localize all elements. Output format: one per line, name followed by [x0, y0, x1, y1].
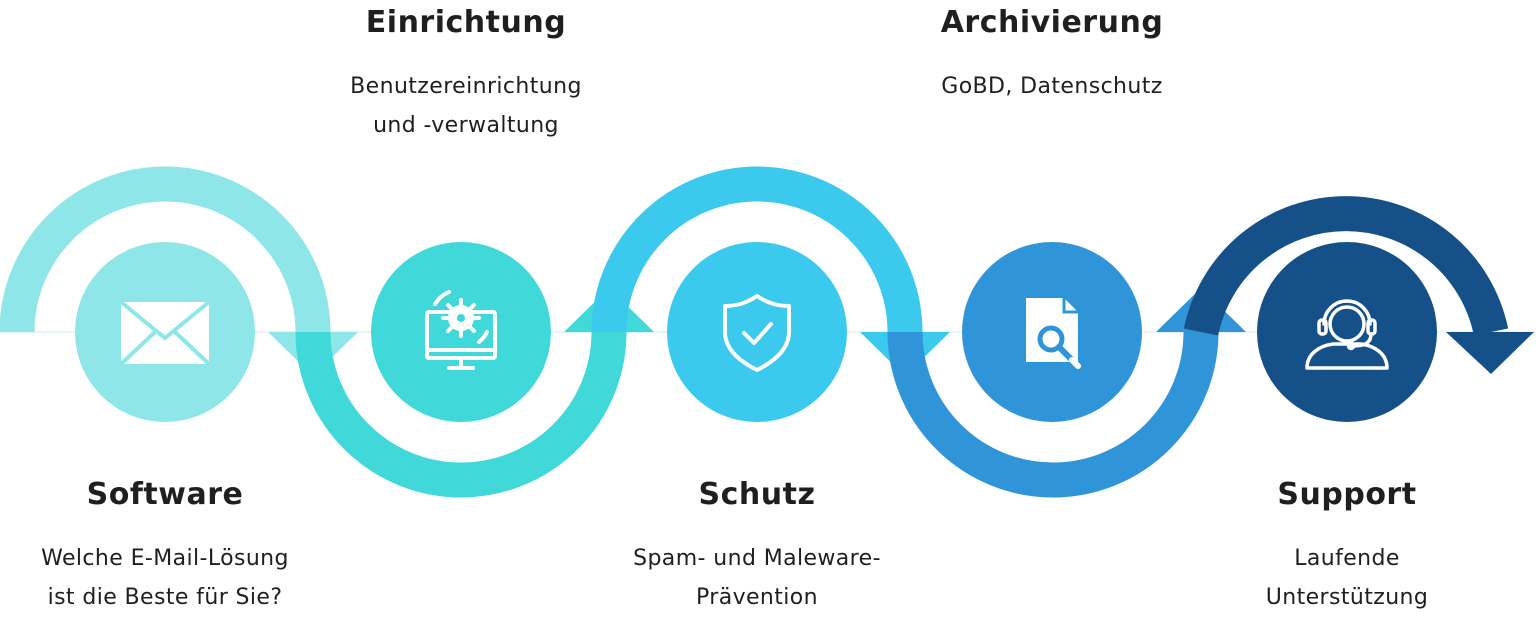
- step-einrichtung: Einrichtung Benutzereinrichtung und -ver…: [286, 5, 646, 145]
- arc-einrichtung: [295, 331, 627, 498]
- step-title-archivierung: Archivierung: [940, 5, 1164, 40]
- monitor-gear-icon: [425, 290, 497, 370]
- step-desc-line: Welche E-Mail-Lösung: [41, 546, 289, 571]
- step-title-software: Software: [86, 477, 244, 512]
- arc-schutz: [591, 166, 923, 333]
- step-schutz: Schutz Spam- und Maleware- Prävention: [577, 477, 937, 617]
- step-desc-line: und -verwaltung: [373, 113, 559, 138]
- step-support: Support Laufende Unterstützung: [1167, 477, 1527, 617]
- step-desc-support: Laufende Unterstützung: [1167, 539, 1527, 617]
- step-desc-schutz: Spam- und Maleware- Prävention: [577, 539, 937, 617]
- step-circle-support: [1257, 242, 1437, 422]
- step-software: Software Welche E-Mail-Lösung ist die Be…: [0, 477, 345, 617]
- step-desc-einrichtung: Benutzereinrichtung und -verwaltung: [286, 67, 646, 145]
- shield-check-icon: [723, 294, 791, 372]
- arc-software: [0, 166, 331, 333]
- headset-support-icon: [1305, 299, 1389, 370]
- step-desc-line: Benutzereinrichtung: [350, 74, 582, 99]
- step-desc-line: Prävention: [695, 585, 819, 610]
- envelope-icon: [119, 300, 211, 366]
- arc-archivierung: [887, 331, 1219, 498]
- step-circle-schutz: [667, 242, 847, 422]
- step-desc-software: Welche E-Mail-Lösung ist die Beste für S…: [0, 539, 345, 617]
- step-title-support: Support: [1277, 477, 1417, 512]
- step-title-schutz: Schutz: [698, 477, 816, 512]
- step-desc-line: Unterstützung: [1265, 585, 1429, 610]
- step-desc-archivierung: GoBD, Datenschutz: [872, 67, 1232, 106]
- step-desc-line: GoBD, Datenschutz: [941, 74, 1163, 99]
- step-desc-line: Laufende: [1294, 546, 1400, 571]
- step-archivierung: Archivierung GoBD, Datenschutz: [872, 5, 1232, 106]
- arrowhead-support: [1446, 332, 1534, 374]
- arc-support: [1183, 196, 1509, 336]
- step-title-einrichtung: Einrichtung: [365, 5, 567, 40]
- step-desc-line: ist die Beste für Sie?: [47, 585, 283, 610]
- step-desc-line: Spam- und Maleware-: [633, 546, 881, 571]
- document-search-icon: [1026, 298, 1081, 369]
